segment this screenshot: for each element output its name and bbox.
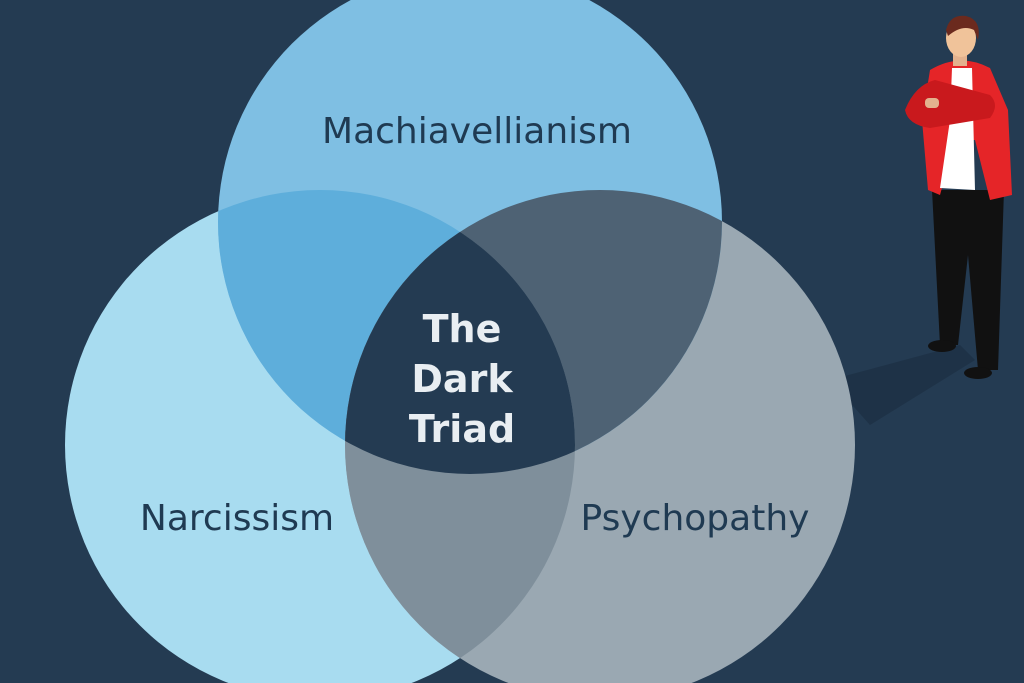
person-legs (932, 190, 1004, 370)
person-shoe-right (964, 367, 992, 379)
center-label-line2: Dark (411, 357, 513, 401)
person-hair (946, 15, 979, 40)
narcissism-label: Narcissism (140, 498, 334, 539)
person-hand (925, 98, 939, 108)
center-label-line3: Triad (409, 407, 515, 451)
person-figure-icon (905, 15, 1012, 379)
person-arms (905, 80, 995, 128)
person-shadow (830, 345, 975, 425)
machiavellianism-label: Machiavellianism (322, 111, 632, 152)
person-shoe-left (928, 340, 956, 352)
center-label-line1: The (423, 307, 502, 351)
psychopathy-label: Psychopathy (581, 498, 810, 539)
